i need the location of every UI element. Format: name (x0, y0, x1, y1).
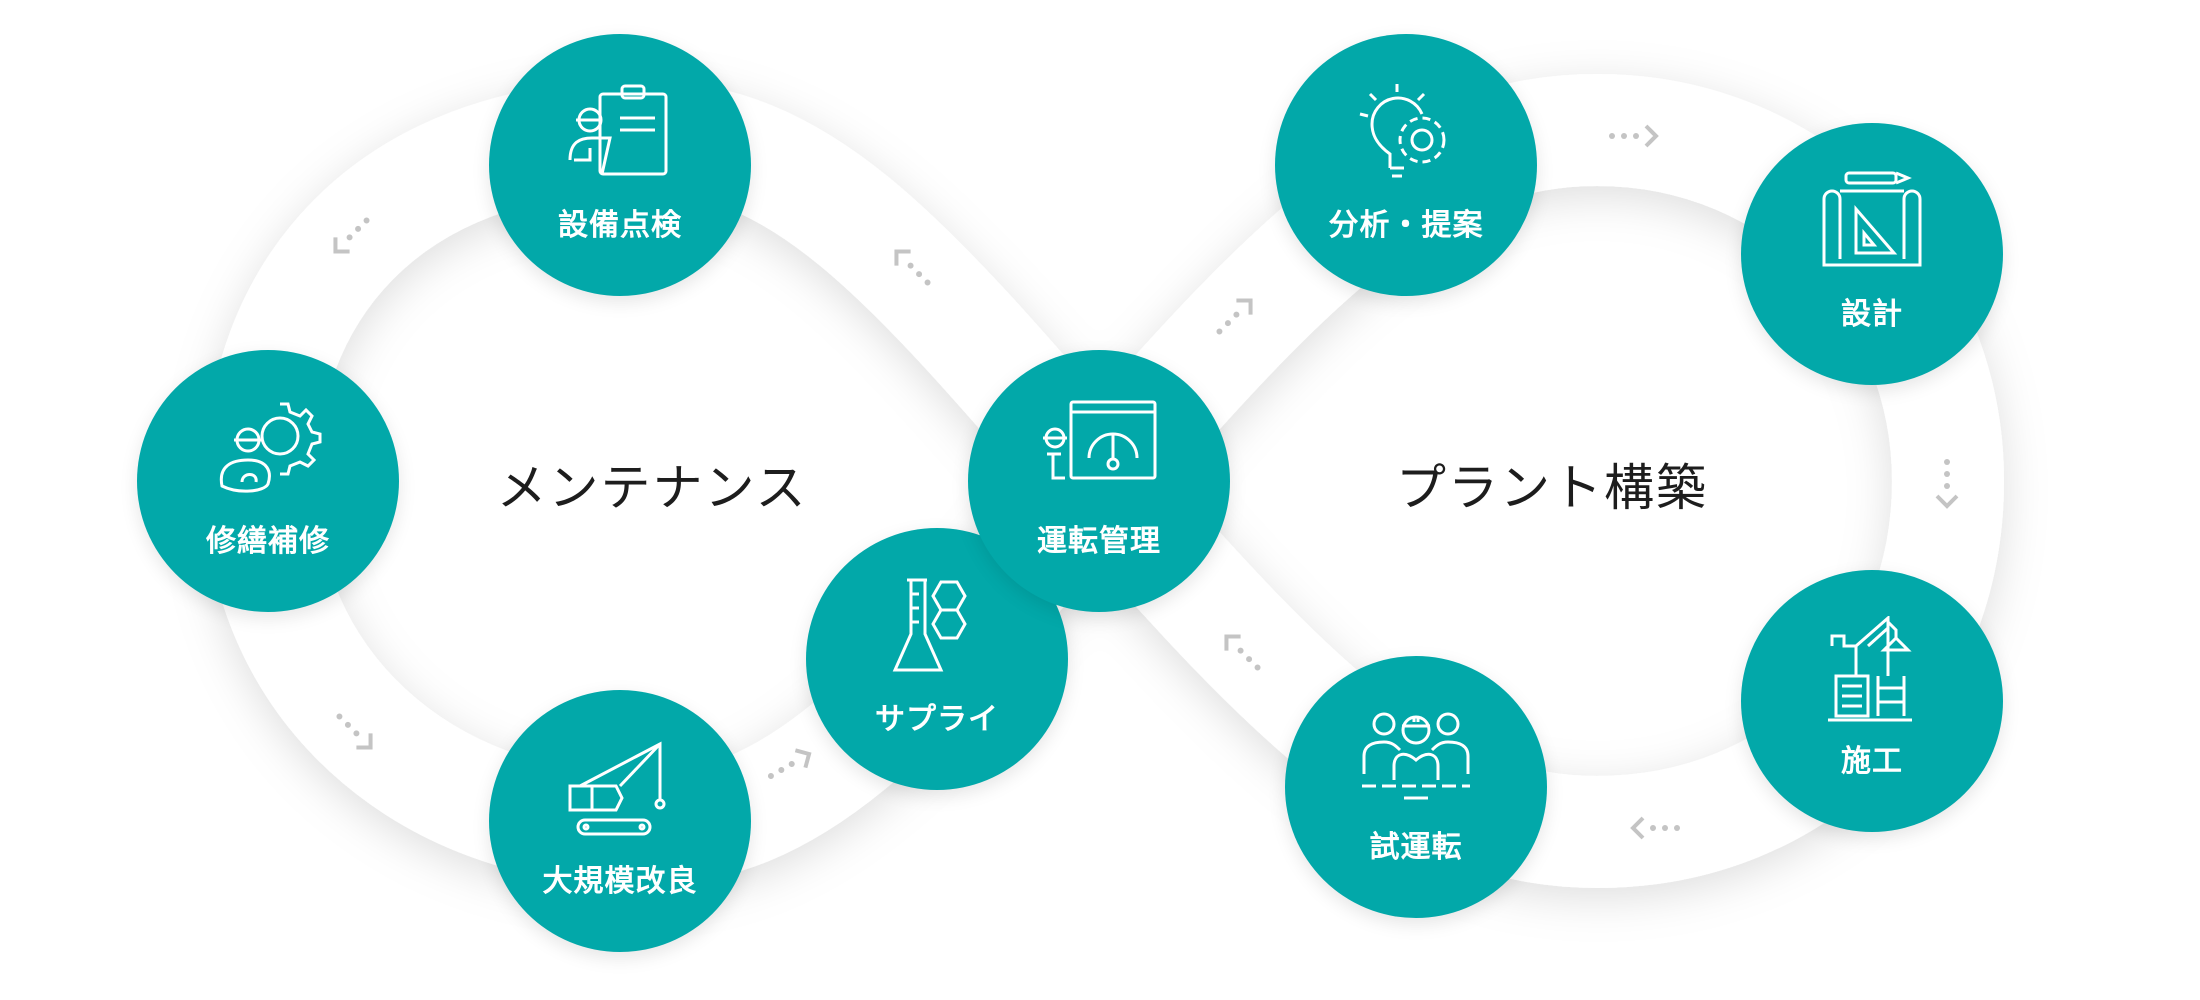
gauge-monitor-icon (1043, 400, 1157, 480)
crane-vehicle-icon (568, 741, 666, 836)
node-analysis[interactable]: 分析・提案 (1275, 34, 1537, 296)
flow-arrow-icon (767, 748, 812, 779)
node-label: 設計 (1841, 297, 1903, 332)
flow-arrow-icon (1224, 634, 1261, 671)
clipboard-worker-icon (568, 84, 668, 176)
node-trial[interactable]: 試運転 (1285, 656, 1547, 918)
node-operation[interactable]: 運転管理 (968, 350, 1230, 612)
node-label: 大規模改良 (542, 864, 698, 899)
maintenance-loop-title: メンテナンス (496, 459, 808, 517)
node-inspection[interactable]: 設備点検 (489, 34, 751, 296)
flow-arrow-icon (1609, 124, 1659, 148)
lightbulb-gear-icon (1359, 84, 1446, 178)
flow-arrow-icon (333, 217, 370, 254)
plant-construction-loop-title: プラント構築 (1396, 459, 1708, 517)
flow-arrow-icon (894, 249, 931, 286)
node-repair[interactable]: 修繕補修 (137, 350, 399, 612)
flow-arrow-icon (336, 713, 373, 750)
flow-arrow-icon (1216, 298, 1253, 335)
flow-arrow-icon (1630, 816, 1680, 840)
gear-worker-icon (219, 402, 322, 493)
building-crane-icon (1828, 616, 1912, 722)
node-label: 運転管理 (1037, 524, 1161, 559)
blueprint-icon (1822, 171, 1922, 267)
flask-molecule-icon (892, 578, 967, 672)
team-icon (1362, 712, 1470, 800)
node-label: サプライ (875, 702, 999, 737)
node-label: 施工 (1841, 744, 1903, 779)
node-construction[interactable]: 施工 (1741, 570, 2003, 832)
node-label: 試運転 (1369, 830, 1463, 865)
node-label: 修繕補修 (206, 524, 330, 559)
node-label: 分析・提案 (1328, 208, 1484, 243)
node-design[interactable]: 設計 (1741, 123, 2003, 385)
node-label: 設備点検 (558, 208, 682, 243)
flow-arrow-icon (1935, 459, 1959, 509)
node-renovation[interactable]: 大規模改良 (489, 690, 751, 952)
